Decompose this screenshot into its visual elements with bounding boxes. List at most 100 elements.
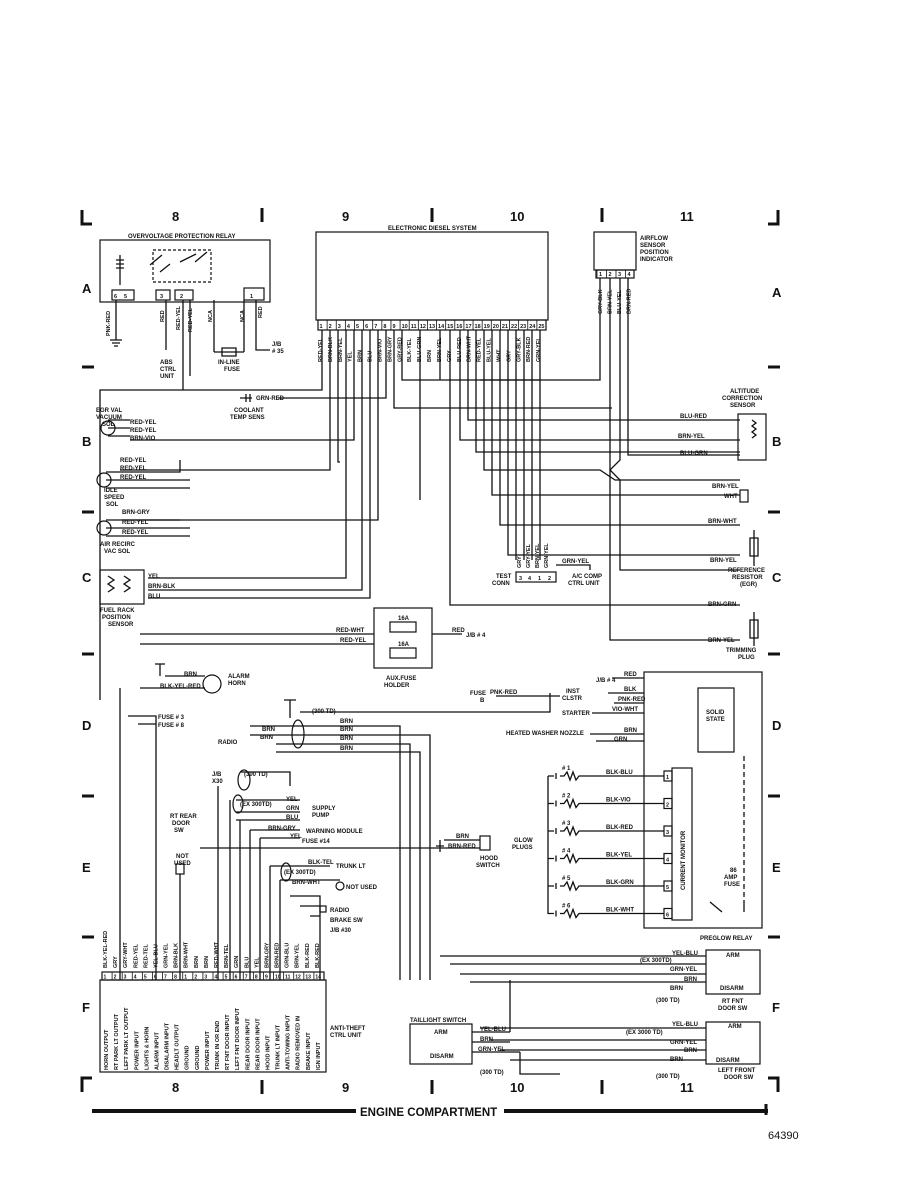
anti-theft-pin: 13 <box>305 975 311 981</box>
test-wire: BRN-YEL <box>535 543 541 568</box>
eds-wire: GRY-RED <box>397 337 403 362</box>
wire-label: RED <box>624 672 637 678</box>
row-label: D <box>82 718 91 733</box>
glow-plug-number: # 5 <box>562 876 571 882</box>
anti-theft-input: TRUNK LT INPUT <box>276 1024 282 1070</box>
eds-pin: 11 <box>411 324 417 330</box>
col-label: 10 <box>510 1080 524 1095</box>
wire-label: RED-YEL <box>130 420 157 426</box>
switch-label: DISARM <box>720 986 744 992</box>
glow-plug-symbol <box>548 880 664 892</box>
glow-plug-number: # 6 <box>562 904 571 910</box>
anti-theft-wire: BRN-YEL <box>295 943 301 968</box>
wire-label: YEL-BLU <box>480 1027 506 1033</box>
eds-pin: 21 <box>502 324 508 330</box>
wire-label: RED-YEL <box>122 520 149 526</box>
eds-pin: 2 <box>329 324 332 330</box>
anti-theft-wire: YEL <box>254 957 260 968</box>
anti-theft-pin: 10 <box>275 975 281 981</box>
wire-label: BRN <box>670 986 683 992</box>
jb-label: J/B # 4 <box>466 633 486 639</box>
eds-wire: GRN-YEL <box>536 337 542 362</box>
anti-theft-pin: 7 <box>245 975 248 981</box>
row-label: F <box>82 1000 90 1015</box>
ovp-pin: 1 <box>250 294 253 300</box>
wire-label: GRN-YEL <box>670 1040 697 1046</box>
eds-pin: 15 <box>447 324 453 330</box>
ovp-wire: RED-YEL <box>176 305 182 330</box>
row-label: A <box>772 285 782 300</box>
wire-label: GRN-YEL <box>670 967 697 973</box>
anti-theft-pin: 8 <box>255 975 258 981</box>
figure-number: 64390 <box>768 1130 799 1142</box>
wire-label: BLU-GRN <box>680 451 708 457</box>
eds-pin: 12 <box>420 324 426 330</box>
jb-label: J/B #30 <box>330 928 352 934</box>
eds-pin: 8 <box>383 324 386 330</box>
wire-label: YEL-BLU <box>672 951 698 957</box>
airflow-pin: 1 <box>599 272 602 278</box>
row-label: C <box>772 570 782 585</box>
jb-label: J/B # 4 <box>596 678 616 684</box>
ovp-wire: RED-YEL <box>188 307 194 332</box>
row-label: D <box>772 718 781 733</box>
anti-theft-input: LEFT PARK LT OUTPUT <box>124 1007 130 1070</box>
switch-label: ARM <box>728 1024 742 1030</box>
wire-label: BRN-GRN <box>708 602 736 608</box>
fuse-label: FUSE # 8 <box>158 723 185 729</box>
glow-plug-symbol <box>548 770 664 782</box>
wire-label: RED-YEL <box>120 475 147 481</box>
label: (300 TD) <box>656 998 680 1004</box>
component-label: OVERVOLTAGE PROTECTION RELAY <box>128 234 235 240</box>
eds-box: ELECTRONIC DIESEL SYSTEM <box>315 226 549 331</box>
anti-theft-pin: 7 <box>164 975 167 981</box>
anti-theft-input: IGN INPUT <box>316 1042 322 1070</box>
wire-label: YEL <box>290 834 302 840</box>
glow-pin-box <box>663 797 673 810</box>
anti-theft-input: RT FNT DOOR INPUT <box>225 1014 231 1070</box>
airflow-pin: 3 <box>618 272 621 278</box>
overvoltage-relay: OVERVOLTAGE PROTECTION RELAY <box>99 234 271 303</box>
anti-theft-pin: 5 <box>144 975 147 981</box>
glow-wire: BLK-WHT <box>606 908 634 914</box>
wire-label: BRN-YEL <box>708 638 735 644</box>
component-label: TRUNK LT <box>336 864 366 870</box>
eds-pin: 25 <box>538 324 544 330</box>
wire-label: YEL <box>286 797 298 803</box>
anti-theft-input: LEFT FNT DOOR INPUT <box>235 1007 241 1070</box>
switch-label: ARM <box>434 1030 448 1036</box>
row-label: B <box>82 434 91 449</box>
airflow-wire: BRN-RED <box>627 289 633 314</box>
row-label: E <box>82 860 91 875</box>
eds-pin: 3 <box>338 324 341 330</box>
wire-label: BLU <box>286 815 298 821</box>
wire-label: BLU <box>148 594 160 600</box>
eds-pin: 1 <box>320 324 323 330</box>
anti-theft-input: ANTI-TOWING INPUT <box>286 1014 292 1070</box>
anti-theft-pin: 8 <box>174 975 177 981</box>
glow-plug-number: # 3 <box>562 821 571 827</box>
anti-theft-input: RADIO REMOVED IN <box>296 1016 302 1070</box>
col-label: 9 <box>342 209 349 224</box>
wire-label: GRN-YEL <box>478 1047 505 1053</box>
airflow-pin: 4 <box>628 272 632 278</box>
component-label: WARNING MODULE <box>306 829 363 835</box>
grid-frame <box>80 208 780 1094</box>
test-connector: GRY GRY-YEL BRN-YEL GRN-YEL 3 4 1 2 TEST… <box>492 543 602 587</box>
col-label: 10 <box>510 209 524 224</box>
